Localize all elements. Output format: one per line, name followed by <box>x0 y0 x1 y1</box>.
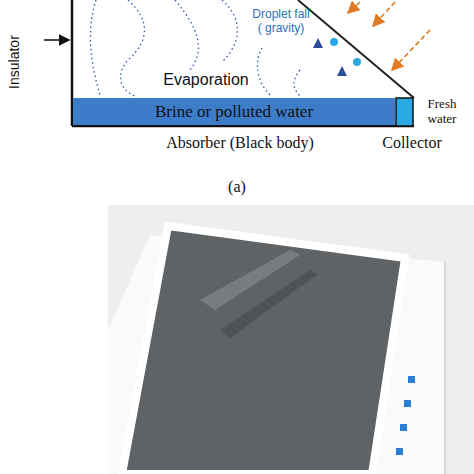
part-label: Insulator <box>6 35 22 89</box>
panel-label: (a) <box>228 178 246 196</box>
solar-ray <box>348 2 360 13</box>
still-base <box>72 125 414 128</box>
process-label: Droplet fall ( gravity) <box>250 8 312 36</box>
part-label: Absorber (Black body) <box>166 134 314 152</box>
glass-reflection <box>220 270 318 338</box>
part-label: Collector <box>382 134 442 152</box>
glass-cover <box>298 0 414 98</box>
photo-background <box>108 205 474 474</box>
droplet <box>353 58 361 66</box>
droplet-marker <box>313 38 323 48</box>
droplet <box>330 38 338 46</box>
process-label: Evaporation <box>163 71 248 89</box>
clip-marker <box>408 376 415 383</box>
pointer-arrow <box>44 39 69 41</box>
solar-ray <box>392 30 430 70</box>
output-label: Fresh water <box>422 97 462 127</box>
clip-marker <box>400 424 407 431</box>
solar-ray <box>373 2 395 26</box>
node-text: Brine or polluted water <box>155 102 313 122</box>
water-band: Brine or polluted water <box>73 98 395 125</box>
glass-panel <box>122 226 405 474</box>
clip-marker <box>404 400 411 407</box>
droplet-marker <box>337 66 347 76</box>
collector-trough <box>396 98 413 126</box>
frame-edge <box>444 262 446 474</box>
clip-marker <box>396 448 403 455</box>
glass-reflection <box>200 250 300 310</box>
